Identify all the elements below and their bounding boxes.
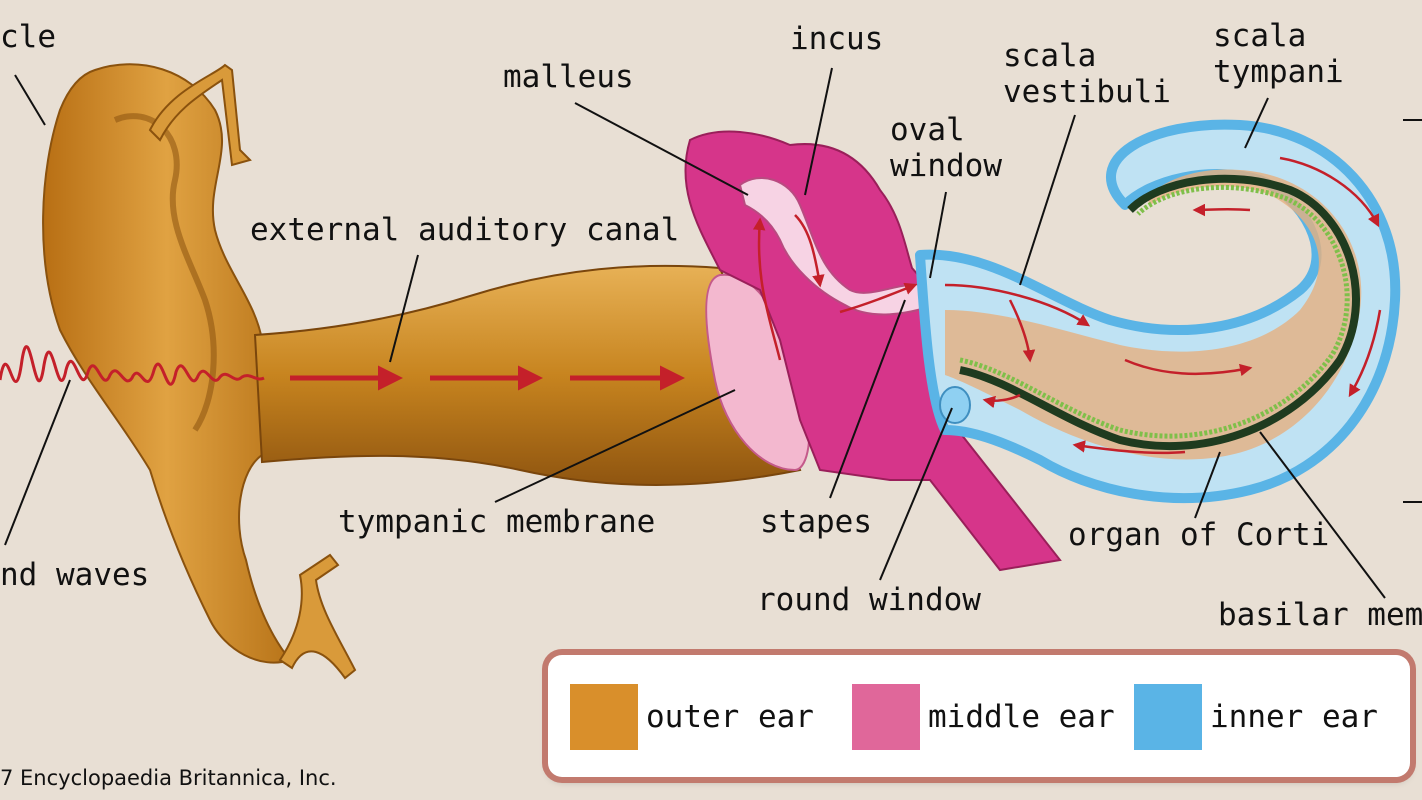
leader-incus <box>804 67 833 196</box>
leader-oval-window <box>929 191 947 279</box>
leader-sound-waves <box>4 379 71 546</box>
leader-auricle <box>14 74 46 126</box>
legend-label-middle-ear: middle ear <box>928 699 1115 735</box>
legend-swatch-middle-ear <box>852 684 920 750</box>
ossicle-arrow-up <box>752 217 782 361</box>
label-scala-tympani: scala tympani <box>1213 18 1344 90</box>
copyright-text: 7 Encyclopaedia Britannica, Inc. <box>0 766 337 790</box>
middle-ear-cavity <box>684 130 1062 572</box>
label-auricle: cle <box>0 19 56 55</box>
label-sound-waves: nd waves <box>0 557 150 593</box>
label-scala-vestibuli-line1: scala <box>1003 38 1097 74</box>
legend-item-inner-ear: inner ear <box>1134 684 1378 750</box>
leader-round-window <box>879 407 953 581</box>
leader-basilar <box>1259 431 1386 599</box>
scala-fill <box>945 169 1362 460</box>
basilar-membrane-line <box>959 174 1360 450</box>
outer-ear <box>42 63 357 680</box>
leader-tympanic <box>494 389 736 503</box>
label-oval-window-line1: oval <box>890 112 965 148</box>
label-scala-vestibuli-line2: vestibuli <box>1003 74 1171 110</box>
label-oval-window-line2: window <box>890 148 1002 184</box>
leader-scala-tympani <box>1244 97 1269 149</box>
label-tympanic-membrane: tympanic membrane <box>338 504 656 540</box>
label-external-auditory-canal: external auditory canal <box>250 212 680 248</box>
organ-of-corti-line <box>959 184 1350 439</box>
label-scala-tympani-line2: tympani <box>1213 54 1344 90</box>
legend-swatch-inner-ear <box>1134 684 1202 750</box>
leader-corti <box>1194 451 1221 519</box>
pinna-helix-top <box>148 63 252 167</box>
label-incus: incus <box>790 21 884 57</box>
leader-stapes <box>829 299 906 499</box>
middle-ear <box>684 130 1062 572</box>
round-window-shape <box>939 386 971 424</box>
label-basilar-membrane: basilar mem <box>1218 597 1422 633</box>
legend-label-inner-ear: inner ear <box>1210 699 1378 735</box>
leader-scala-vestibuli <box>1019 114 1076 286</box>
label-organ-of-corti: organ of Corti <box>1068 517 1330 553</box>
cochlea-arrow-4 <box>1279 156 1380 228</box>
label-scala-vestibuli: scala vestibuli <box>1003 38 1171 110</box>
cochlea-arrow-3 <box>1124 358 1253 377</box>
label-stapes: stapes <box>760 504 872 540</box>
legend-label-outer-ear: outer ear <box>646 699 814 735</box>
legend-swatch-outer-ear <box>570 684 638 750</box>
legend-item-outer-ear: outer ear <box>570 684 814 750</box>
legend: outer ear middle ear inner ear <box>548 655 1410 777</box>
cochlea-arrow-2 <box>1008 299 1036 363</box>
label-malleus: malleus <box>503 59 634 95</box>
cochlea-arrow-7 <box>1072 440 1186 455</box>
pinna-helix-bottom <box>278 553 357 680</box>
cochlea-arrow-6 <box>1192 203 1251 217</box>
label-scala-tympani-line1: scala <box>1213 18 1307 54</box>
vibration-arrows <box>752 156 1382 455</box>
cochlea-arrow-8 <box>982 393 1021 409</box>
label-oval-window: oval window <box>890 112 1002 184</box>
sound-wave <box>0 345 265 386</box>
cochlea-arrow-1 <box>944 283 1091 327</box>
leader-malleus <box>574 102 749 196</box>
legend-item-middle-ear: middle ear <box>852 684 1115 750</box>
ossicle-arrow-down <box>794 214 825 288</box>
cochlea-arrow-5 <box>1348 309 1382 398</box>
leader-lines <box>4 67 1422 599</box>
inner-ear <box>915 119 1401 504</box>
label-round-window: round window <box>757 582 981 618</box>
leader-canal <box>389 254 419 363</box>
ossicle-arrow-to-oval <box>839 282 918 314</box>
